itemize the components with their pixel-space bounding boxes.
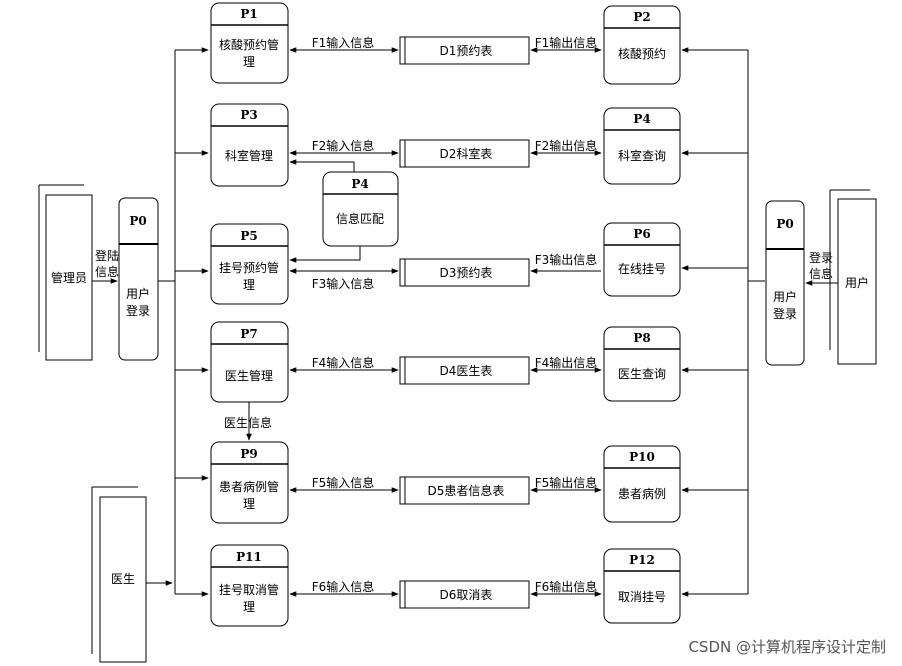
process-p0-left: P0 用户 登录 xyxy=(118,197,159,361)
flow-label-user-login-2: 信息 xyxy=(809,266,833,281)
process-p3: P3 科室管理 xyxy=(210,103,289,187)
process-p3-name-1: 科室管理 xyxy=(225,148,273,163)
process-p4-name-1: 科室查询 xyxy=(618,148,666,163)
process-p9: P9 患者病例管 理 xyxy=(210,441,289,524)
process-p2-name-1: 核酸预约 xyxy=(618,46,666,61)
process-p11: P11 挂号取消管 理 xyxy=(210,544,289,627)
process-p7-name-1: 医生管理 xyxy=(225,368,273,383)
process-p5-name-2: 理 xyxy=(243,278,255,292)
flow-label-f5-in: F5输入信息 xyxy=(312,475,375,490)
flow-label-f4-out: F4输出信息 xyxy=(535,355,598,370)
process-p12: P12 取消挂号 xyxy=(603,548,681,624)
process-p8: P8 医生查询 xyxy=(603,326,681,402)
flow-label-doctor-info: 医生信息 xyxy=(224,415,272,430)
datastore-d4: D4医生表 xyxy=(399,356,530,385)
process-p1-id: P1 xyxy=(240,7,257,21)
process-p11-name-2: 理 xyxy=(243,600,255,614)
process-p7-id: P7 xyxy=(240,327,257,341)
flow-label-user-login-1: 登录 xyxy=(809,250,833,265)
process-p1-name-1: 核酸预约管 xyxy=(219,37,279,52)
process-p4: P4 科室查询 xyxy=(603,107,681,185)
flow-labels: F1输入信息 F1输出信息 F2输入信息 F2输出信息 F3输入信息 F3输出信… xyxy=(95,35,833,594)
flow-label-f5-out: F5输出信息 xyxy=(535,475,598,490)
flow-label-admin-login-1: 登陆 xyxy=(95,248,119,263)
process-p0-left-name-2: 登录 xyxy=(126,303,150,318)
datastore-d1: D1预约表 xyxy=(399,36,530,65)
process-p8-name-1: 医生查询 xyxy=(618,367,666,381)
process-p4-matching: P4 信息匹配 xyxy=(322,171,399,247)
process-p6: P6 在线挂号 xyxy=(603,222,681,297)
process-p0-left-id: P0 xyxy=(129,214,146,228)
process-p12-id: P12 xyxy=(629,553,655,567)
process-p1: P1 核酸预约管 理 xyxy=(210,2,289,84)
datastore-d2: D2科室表 xyxy=(399,139,530,168)
process-p9-name-1: 患者病例管 xyxy=(219,479,279,494)
process-p10-name-1: 患者病例 xyxy=(618,486,666,501)
process-p3-id: P3 xyxy=(240,108,257,122)
datastore-d5: D5患者信息表 xyxy=(399,476,530,505)
datastore-d5-label: D5患者信息表 xyxy=(428,483,505,498)
flow-label-f6-in: F6输入信息 xyxy=(312,579,375,594)
process-p2: P2 核酸预约 xyxy=(603,5,681,85)
flow-label-f2-out: F2输出信息 xyxy=(535,138,598,153)
process-p6-name-1: 在线挂号 xyxy=(618,262,666,276)
flow-p4m-to-p5 xyxy=(289,246,361,263)
process-p5-name-1: 挂号预约管 xyxy=(219,260,279,275)
process-p9-id: P9 xyxy=(240,447,257,461)
process-p4-matching-name: 信息匹配 xyxy=(336,211,384,226)
flow-label-f4-in: F4输入信息 xyxy=(312,355,375,370)
entity-user-label: 用户 xyxy=(845,275,869,290)
flow-label-f1-in: F1输入信息 xyxy=(312,35,375,50)
process-p0-right-name-1: 用户 xyxy=(773,289,797,304)
entity-user: 用户 xyxy=(829,189,877,365)
entity-doctor: 医生 xyxy=(91,486,147,663)
process-p0-left-name-1: 用户 xyxy=(126,286,150,301)
entity-admin-label: 管理员 xyxy=(51,270,87,285)
process-p4-id: P4 xyxy=(633,112,650,126)
flow-label-f3-out: F3输出信息 xyxy=(535,252,598,267)
process-p0-right-name-2: 登录 xyxy=(773,306,797,321)
connectors xyxy=(92,47,838,597)
process-p0-right-id: P0 xyxy=(776,217,793,231)
entity-admin: 管理员 xyxy=(38,184,93,361)
process-p8-id: P8 xyxy=(633,331,650,345)
process-p2-id: P2 xyxy=(633,10,650,24)
datastore-d1-label: D1预约表 xyxy=(440,43,493,58)
flow-p4m-to-p3 xyxy=(289,159,355,172)
process-p4-matching-id: P4 xyxy=(351,177,368,191)
process-p10: P10 患者病例 xyxy=(603,445,681,523)
process-p10-id: P10 xyxy=(629,450,655,464)
datastore-d4-label: D4医生表 xyxy=(440,364,493,378)
flow-label-f1-out: F1输出信息 xyxy=(535,35,598,50)
datastore-d2-label: D2科室表 xyxy=(440,146,493,161)
process-p9-name-2: 理 xyxy=(243,497,255,511)
flow-label-f6-out: F6输出信息 xyxy=(535,579,598,594)
watermark: CSDN @计算机程序设计定制 xyxy=(688,638,886,656)
flow-label-admin-login-2: 信息 xyxy=(95,264,119,279)
process-p11-id: P11 xyxy=(236,550,262,564)
flow-label-f3-in: F3输入信息 xyxy=(312,276,375,291)
datastore-d3: D3预约表 xyxy=(399,258,530,287)
process-p12-name-1: 取消挂号 xyxy=(618,590,666,604)
datastore-d6-label: D6取消表 xyxy=(440,588,493,602)
datastore-d6: D6取消表 xyxy=(399,580,530,609)
process-p11-name-1: 挂号取消管 xyxy=(219,582,279,597)
process-p6-id: P6 xyxy=(633,227,650,241)
process-p5: P5 挂号预约管 理 xyxy=(210,223,289,305)
entity-doctor-label: 医生 xyxy=(111,572,135,586)
process-p1-name-2: 理 xyxy=(243,55,255,69)
datastore-d3-label: D3预约表 xyxy=(440,265,493,280)
flow-label-f2-in: F2输入信息 xyxy=(312,138,375,153)
process-p5-id: P5 xyxy=(240,229,257,243)
process-p0-right: P0 用户 登录 xyxy=(765,200,805,366)
process-p7: P7 医生管理 xyxy=(210,321,289,403)
